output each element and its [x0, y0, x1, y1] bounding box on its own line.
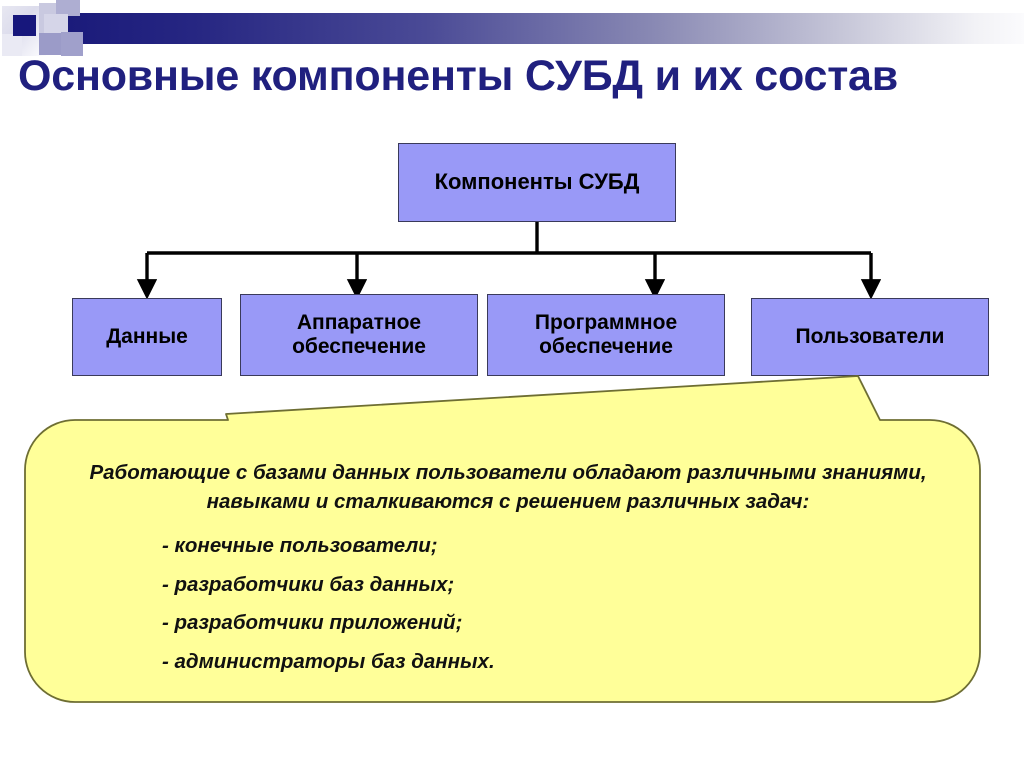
diagram-node-users-label: Пользователи [795, 325, 945, 349]
list-item: - конечные пользователи; [162, 534, 438, 558]
header-square-navy [13, 15, 36, 36]
diagram-node-data[interactable]: Данные [72, 298, 222, 376]
diagram-node-hardware-label: Аппаратное обеспечение [292, 311, 426, 358]
diagram-node-root-label: Компоненты СУБД [434, 169, 640, 195]
header-square-medium-e [61, 32, 83, 56]
callout-shape [24, 375, 981, 703]
page-title: Основные компоненты СУБД и их состав [18, 52, 899, 100]
callout-heading: Работающие с базами данных пользователи … [89, 461, 927, 514]
header-square-medium-c [56, 0, 80, 16]
list-item: - администраторы баз данных. [162, 650, 495, 673]
list-item: - разработчики баз данных; [162, 572, 455, 596]
header-square-medium-a [39, 33, 61, 55]
diagram-node-root[interactable]: Компоненты СУБД [398, 143, 676, 222]
diagram-node-software[interactable]: Программное обеспечение [487, 294, 725, 376]
list-item: - разработчики приложений; [162, 611, 463, 635]
diagram-node-hardware[interactable]: Аппаратное обеспечение [240, 294, 478, 376]
diagram-node-data-label: Данные [106, 325, 188, 349]
callout-list: - конечные пользователи; - разработчики … [80, 534, 936, 674]
header-square-light-d [44, 14, 68, 34]
diagram-node-users[interactable]: Пользователи [751, 298, 989, 376]
callout-content: Работающие с базами данных пользователи … [36, 440, 980, 702]
diagram-node-software-label: Программное обеспечение [534, 311, 678, 358]
header-square-light-f [2, 34, 22, 56]
header-gradient-bar [58, 13, 1024, 44]
